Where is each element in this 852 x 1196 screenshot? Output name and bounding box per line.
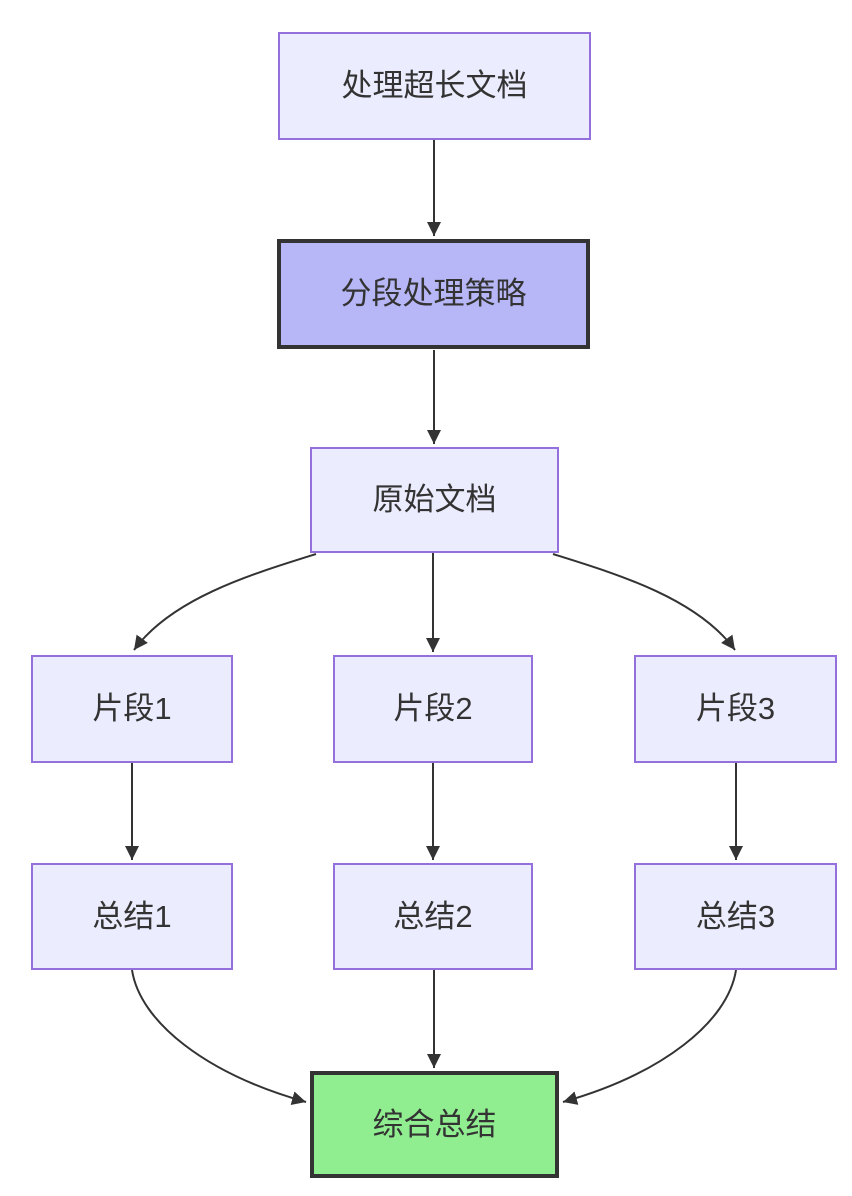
node-summary-1-label: 总结1 (92, 898, 172, 934)
node-original-document-label: 原始文档 (372, 482, 497, 518)
node-fragment-1: 片段1 (31, 655, 233, 763)
node-segment-strategy: 分段处理策略 (277, 239, 590, 349)
node-original-document: 原始文档 (310, 447, 559, 553)
node-summary-2: 总结2 (333, 863, 533, 970)
node-fragment-2: 片段2 (333, 655, 533, 763)
node-fragment-3-label: 片段3 (695, 691, 776, 727)
node-summary-1: 总结1 (31, 863, 233, 970)
node-final-summary: 综合总结 (310, 1071, 559, 1178)
node-summary-2-label: 总结2 (393, 898, 473, 934)
node-summary-3: 总结3 (634, 863, 837, 970)
edge-original-doc-to-fragment-1 (133, 553, 317, 651)
node-fragment-2-label: 片段2 (393, 691, 473, 727)
edge-summary-1-to-final-summary (131, 969, 307, 1105)
node-fragment-3: 片段3 (634, 655, 837, 763)
node-fragment-1-label: 片段1 (92, 691, 172, 727)
node-process-long-document: 处理超长文档 (278, 32, 591, 140)
node-process-long-document-label: 处理超长文档 (341, 68, 528, 104)
node-summary-3-label: 总结3 (695, 898, 776, 934)
node-final-summary-label: 综合总结 (372, 1106, 497, 1142)
edge-original-doc-to-fragment-3 (552, 553, 736, 651)
node-segment-strategy-label: 分段处理策略 (340, 276, 527, 312)
edge-summary-3-to-final-summary (562, 969, 737, 1105)
